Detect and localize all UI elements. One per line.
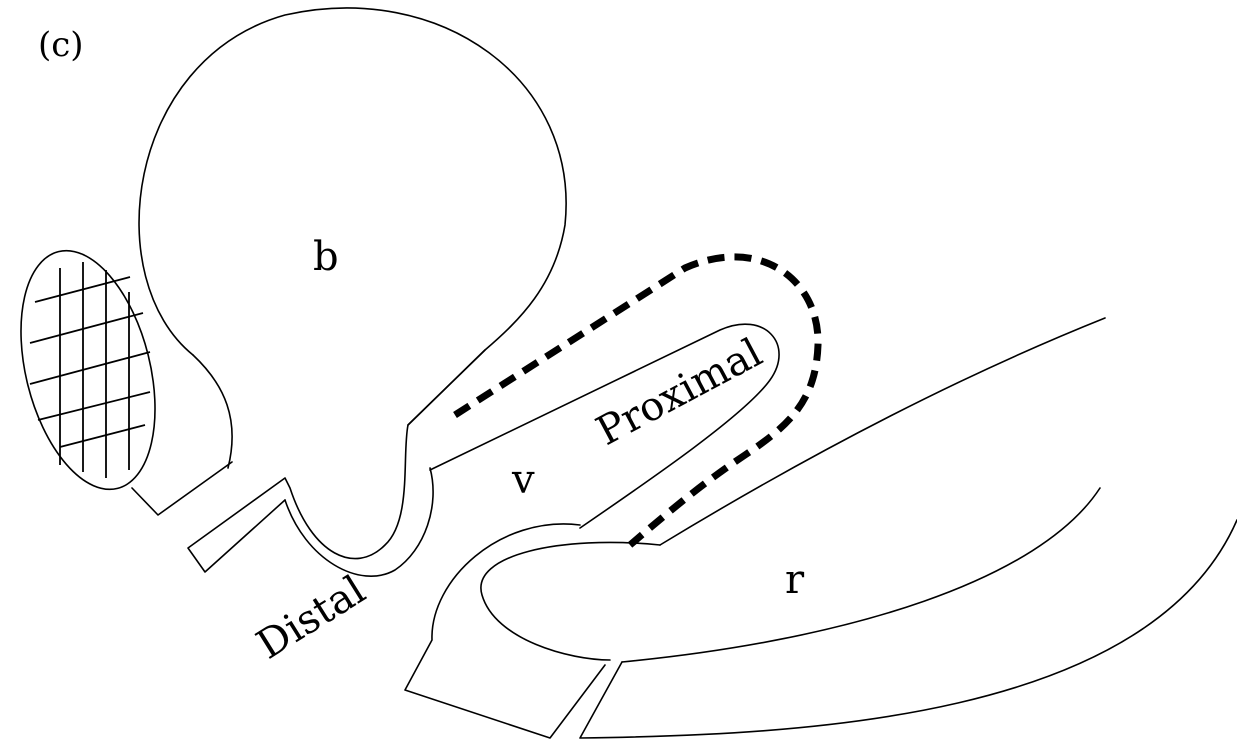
hatched-oval [20,249,156,491]
bulb-outline [138,7,567,573]
channel-upper [407,349,486,426]
left-tab [131,461,233,516]
foot-inner [480,541,661,661]
bulb-sheath [284,467,434,577]
band-outer [579,519,1237,739]
panel-label: (c) [38,25,84,65]
label-b: b [313,234,339,280]
foot-outer [404,523,606,739]
band-middle [621,487,1101,663]
label-proximal: Proximal [589,330,770,455]
dashed-boundary [453,253,822,548]
label-v: v [511,457,535,503]
bulb-neck [192,354,233,469]
label-distal: Distal [249,567,374,669]
proximal-limb [429,323,780,529]
label-r: r [785,557,805,603]
band-upper [659,317,1106,546]
